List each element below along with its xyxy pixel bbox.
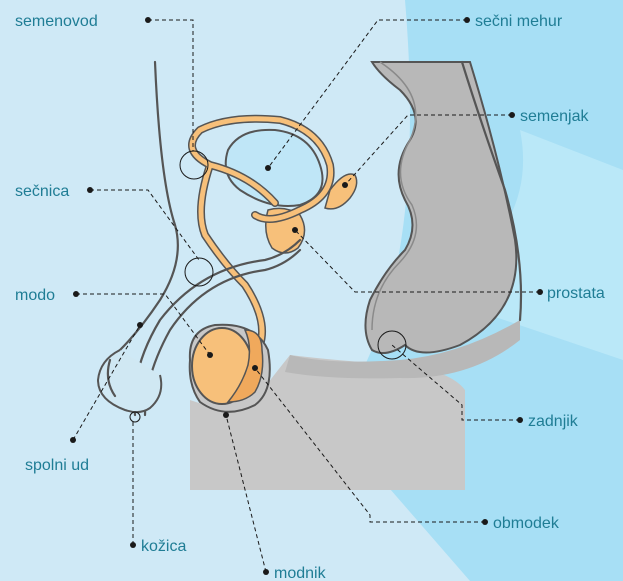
dot-modo	[73, 291, 79, 297]
dot-modnik	[263, 569, 269, 575]
label-semenjak: semenjak	[520, 108, 589, 125]
dot-obmodek-end	[252, 365, 258, 371]
dot-kozica	[130, 542, 136, 548]
dot-semenjak-end	[342, 182, 348, 188]
label-modo: modo	[15, 287, 55, 304]
label-modnik: modnik	[274, 565, 327, 581]
dot-spolni-ud-end	[137, 322, 143, 328]
dot-secni-mehur-end	[265, 165, 271, 171]
dot-prostata-end	[292, 227, 298, 233]
dot-modnik-end	[223, 412, 229, 418]
dot-semenovod	[145, 17, 151, 23]
dot-secni-mehur	[464, 17, 470, 23]
label-zadnjik: zadnjik	[528, 413, 579, 430]
label-prostata: prostata	[547, 285, 605, 302]
label-obmodek: obmodek	[493, 515, 560, 532]
dot-secnica	[87, 187, 93, 193]
label-secnica: sečnica	[15, 183, 69, 200]
label-secni-mehur: sečni mehur	[475, 13, 563, 30]
label-semenovod: semenovod	[15, 13, 98, 30]
label-spolni-ud: spolni ud	[25, 457, 89, 474]
dot-zadnjik	[517, 417, 523, 423]
dot-semenjak	[509, 112, 515, 118]
dot-prostata	[537, 289, 543, 295]
label-kozica: kožica	[141, 538, 186, 555]
dot-spolni-ud	[70, 437, 76, 443]
dot-modo-end	[207, 352, 213, 358]
dot-obmodek	[482, 519, 488, 525]
